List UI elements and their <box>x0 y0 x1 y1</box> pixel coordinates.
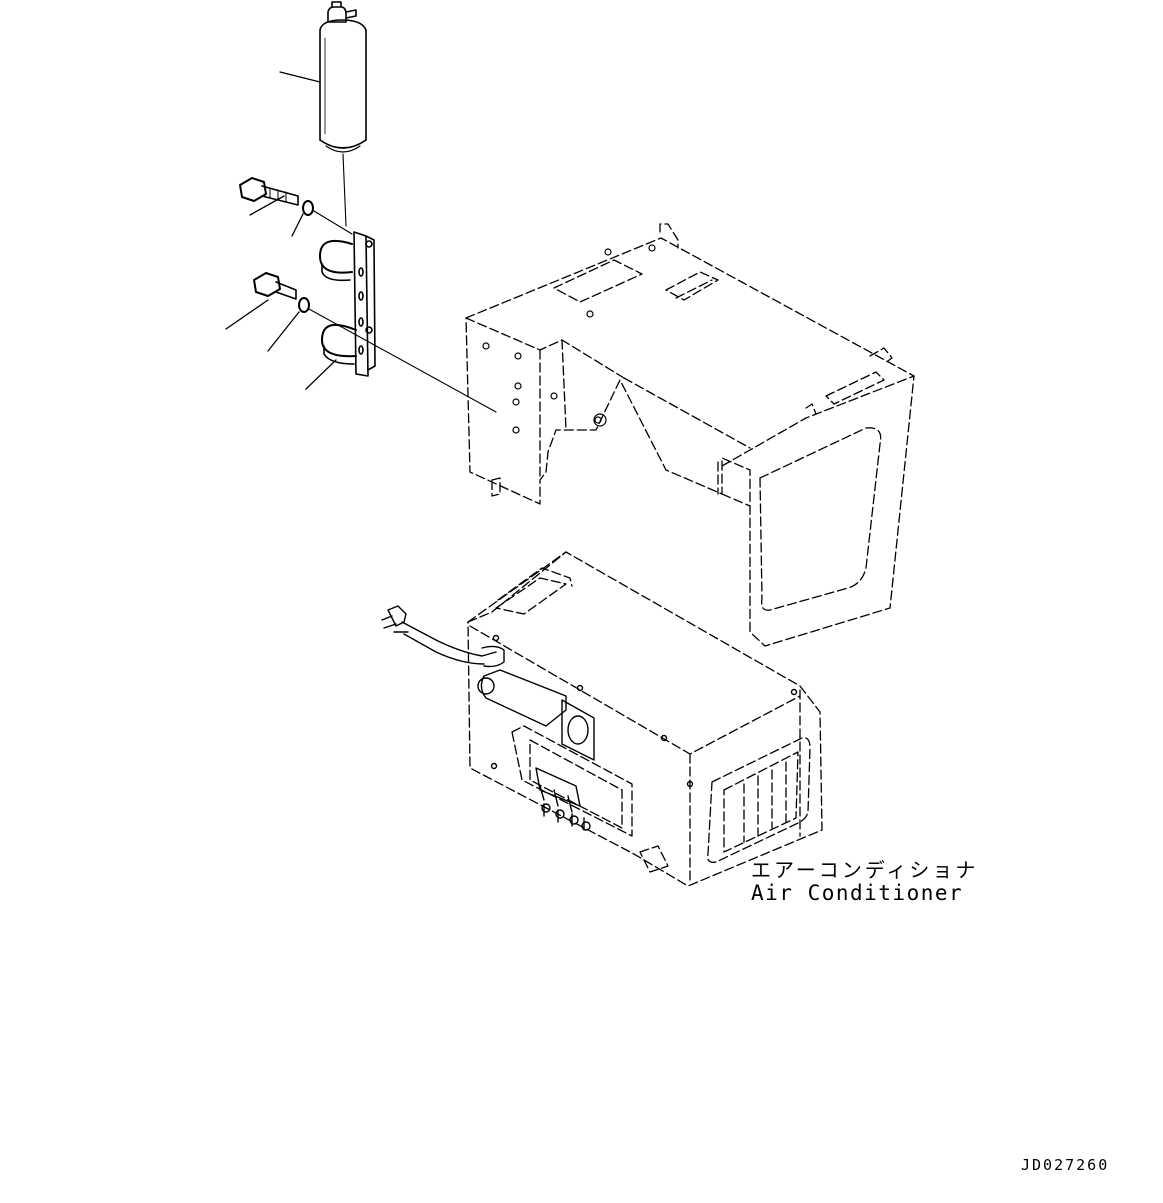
center-line-receiver <box>342 153 347 227</box>
leader-bolt-upper <box>249 195 285 216</box>
bolt-lower <box>253 272 297 300</box>
cover-holes <box>482 244 656 434</box>
component-label-jp: エアーコンディショナ <box>751 858 979 882</box>
center-line-upper <box>313 210 353 235</box>
leader-washer-lower <box>267 311 300 352</box>
cover-housing <box>465 223 915 647</box>
washer-upper <box>302 200 314 216</box>
mounting-bracket <box>353 231 376 377</box>
clamp-band-lower <box>321 323 357 365</box>
component-label-en: Air Conditioner <box>751 881 964 905</box>
leader-washer-upper <box>291 213 304 237</box>
leader-receiver <box>279 71 321 83</box>
drawing-id: JD027260 <box>1021 1156 1110 1174</box>
center-line-lower <box>308 308 497 413</box>
air-conditioner-unit <box>467 551 823 887</box>
ac-details <box>381 605 798 831</box>
clamp-band-upper <box>319 240 353 282</box>
bolt-upper <box>239 177 299 206</box>
leader-clamp <box>305 359 337 390</box>
leader-bolt-lower <box>225 299 269 330</box>
washer-lower <box>298 297 310 313</box>
receiver-dryer <box>319 1 367 153</box>
